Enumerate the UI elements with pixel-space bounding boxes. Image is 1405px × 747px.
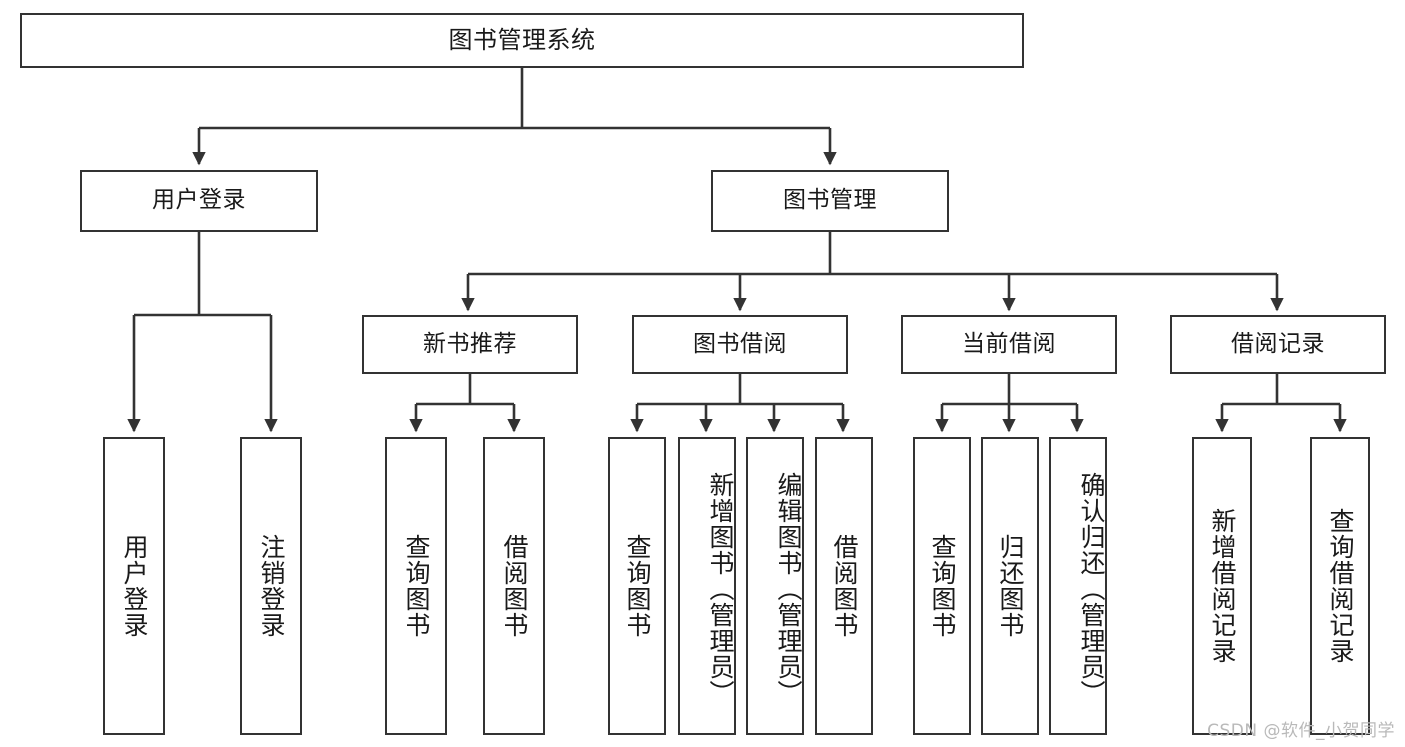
node-current-borrow[interactable]: 当前借阅 xyxy=(901,315,1117,374)
node-root-book-management-system[interactable]: 图书管理系统 xyxy=(20,13,1024,68)
leaf-current-borrow-confirm-return-admin[interactable]: 确认归还（管理员） xyxy=(1049,437,1107,735)
leaf-book-borrow-borrow-book[interactable]: 借阅图书 xyxy=(815,437,873,735)
leaf-book-borrow-query-book[interactable]: 查询图书 xyxy=(608,437,666,735)
node-book-management[interactable]: 图书管理 xyxy=(711,170,949,232)
csdn-watermark: CSDN @软件_小贺同学 xyxy=(1207,721,1395,741)
node-book-borrow[interactable]: 图书借阅 xyxy=(632,315,848,374)
node-user-login[interactable]: 用户登录 xyxy=(80,170,318,232)
leaf-current-borrow-query-book[interactable]: 查询图书 xyxy=(913,437,971,735)
node-borrow-record[interactable]: 借阅记录 xyxy=(1170,315,1386,374)
leaf-user-login-signout[interactable]: 注销登录 xyxy=(240,437,302,735)
node-new-book-recommend[interactable]: 新书推荐 xyxy=(362,315,578,374)
leaf-new-book-query-book[interactable]: 查询图书 xyxy=(385,437,447,735)
leaf-borrow-record-query-record[interactable]: 查询借阅记录 xyxy=(1310,437,1370,735)
leaf-user-login-signin[interactable]: 用户登录 xyxy=(103,437,165,735)
leaf-new-book-borrow-book[interactable]: 借阅图书 xyxy=(483,437,545,735)
leaf-current-borrow-return-book[interactable]: 归还图书 xyxy=(981,437,1039,735)
leaf-book-borrow-add-book-admin[interactable]: 新增图书（管理员） xyxy=(678,437,736,735)
leaf-book-borrow-edit-book-admin[interactable]: 编辑图书（管理员） xyxy=(746,437,804,735)
leaf-borrow-record-add-record[interactable]: 新增借阅记录 xyxy=(1192,437,1252,735)
